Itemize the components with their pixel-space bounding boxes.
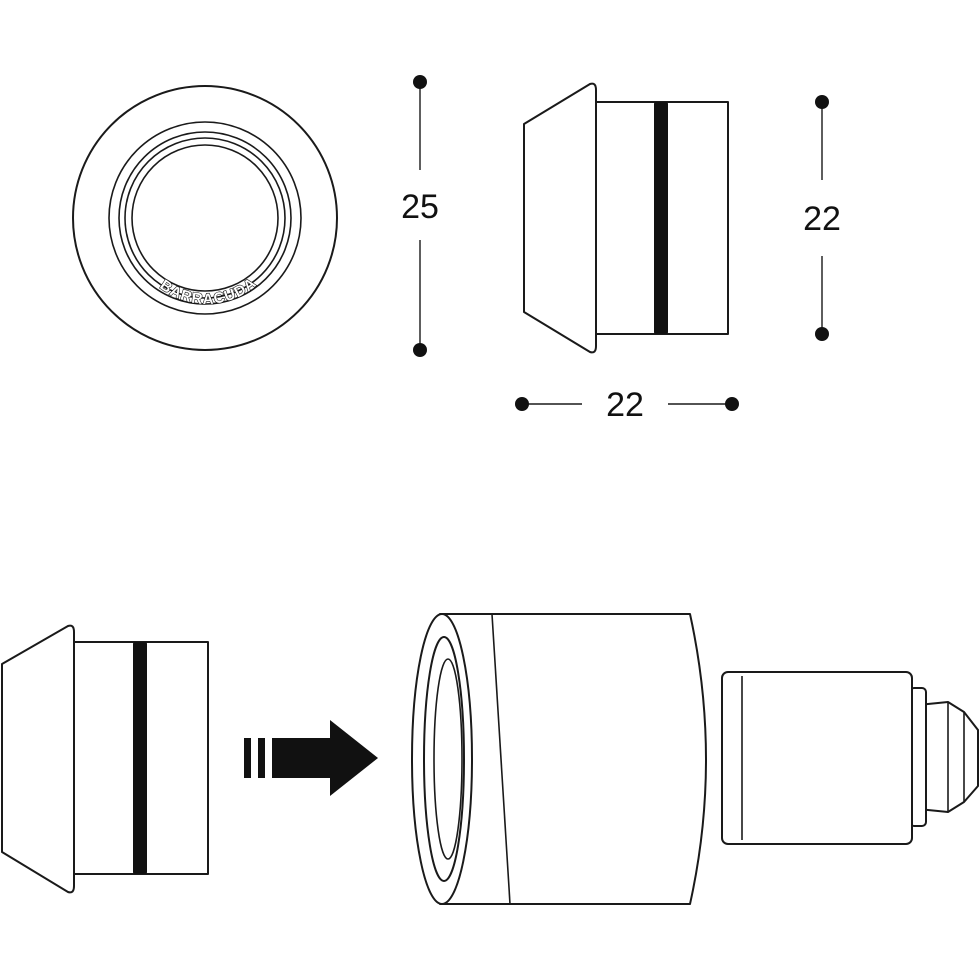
- dimension-dot: [815, 327, 829, 341]
- dimension-dot: [413, 343, 427, 357]
- dimension-dot: [725, 397, 739, 411]
- front-bore-ring: [124, 137, 286, 299]
- dimension-dot: [815, 95, 829, 109]
- dimension-plug-height: 22: [803, 95, 841, 341]
- dimension-dot: [413, 75, 427, 89]
- weight-body: [439, 613, 707, 905]
- weight-front-recess: [423, 636, 465, 882]
- o-ring-band: [654, 102, 668, 334]
- dimension-dot: [515, 397, 529, 411]
- dimension-label-outer: 25: [401, 188, 439, 226]
- front-bore-inner: [131, 144, 279, 292]
- plug-loose: [1, 624, 209, 894]
- side-view: [523, 82, 729, 354]
- dimension-outer-diameter: 25: [401, 75, 439, 357]
- plug-loose-flange: [1, 624, 75, 894]
- front-inner-ring: [118, 131, 292, 305]
- front-mid-ring: [108, 121, 302, 315]
- front-outer-ring: [72, 85, 338, 351]
- dimension-plug-length: 22: [515, 386, 739, 424]
- shaft: [721, 671, 913, 845]
- bar-end-assembly: [411, 613, 979, 905]
- plug-flange: [523, 82, 597, 354]
- plug-loose-o-ring: [133, 642, 147, 874]
- front-view: BARRACUDA: [72, 85, 338, 351]
- weight-bore: [433, 658, 463, 860]
- dimension-label-height: 22: [803, 200, 841, 238]
- dashed-right-arrow-icon: [244, 720, 378, 796]
- dimension-label-length: 22: [606, 386, 644, 424]
